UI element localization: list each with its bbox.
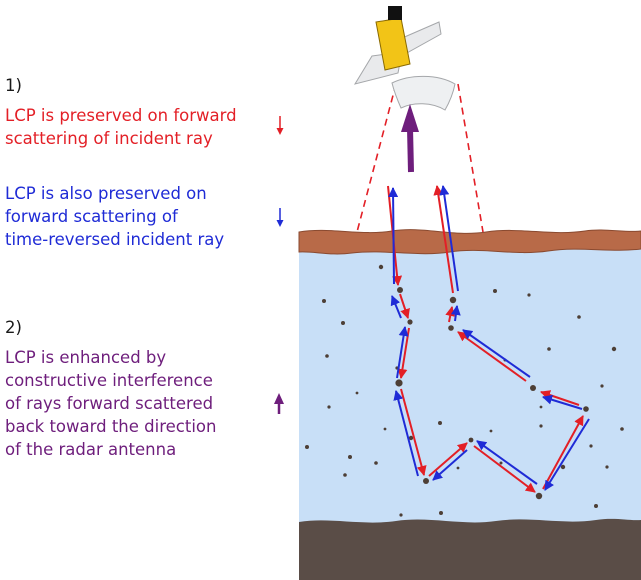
statement-2-line-3: time-reversed incident ray bbox=[5, 230, 225, 249]
radar-beam bbox=[356, 83, 484, 233]
statement-3-line-5: of the radar antenna bbox=[5, 440, 177, 459]
statement-3-line-4: back toward the direction bbox=[5, 417, 217, 436]
time-reversed-ray-path bbox=[388, 185, 590, 491]
statement-3-line-1: LCP is enhanced by bbox=[5, 348, 167, 367]
scattering-medium bbox=[299, 238, 641, 528]
enhanced-return-arrow bbox=[401, 104, 419, 173]
purple-up-arrow-icon bbox=[274, 393, 284, 414]
satellite-icon bbox=[353, 6, 456, 111]
statement-2-line-1: LCP is also preserved on bbox=[5, 184, 207, 203]
statement-3-line-2: constructive interference bbox=[5, 371, 213, 390]
section-1-number: 1) bbox=[5, 76, 22, 95]
section-2-number: 2) bbox=[5, 318, 22, 337]
bedrock-layer bbox=[299, 518, 641, 580]
statement-1-line-2: scattering of incident ray bbox=[5, 129, 213, 148]
statement-2-line-2: forward scattering of bbox=[5, 207, 178, 226]
statement-3-line-3: of rays forward scattered bbox=[5, 394, 214, 413]
blue-down-arrow-icon bbox=[276, 208, 284, 227]
red-down-arrow-icon bbox=[276, 116, 284, 135]
surface-layer bbox=[298, 229, 641, 255]
statement-1-line-1: LCP is preserved on forward bbox=[5, 106, 237, 125]
scatterers bbox=[305, 264, 624, 517]
